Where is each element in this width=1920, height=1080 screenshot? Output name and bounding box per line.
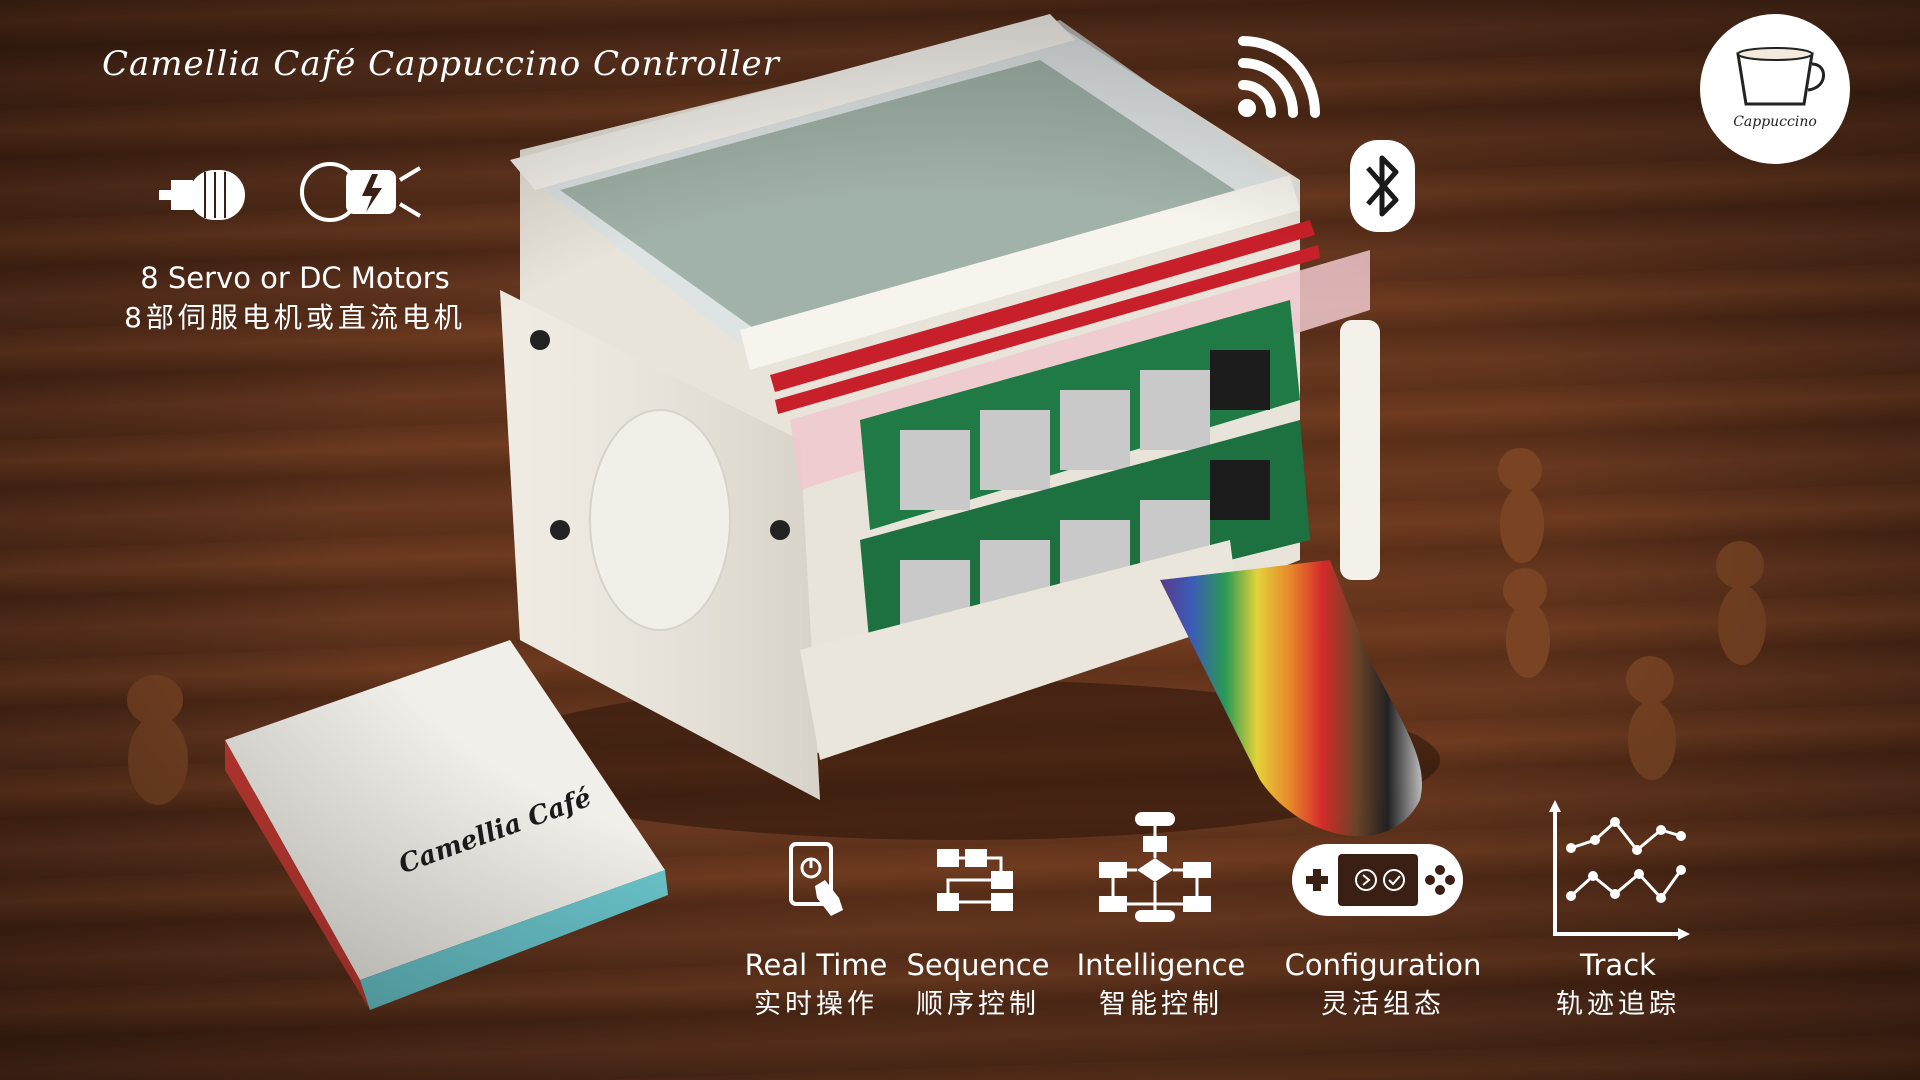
- feature-label-zh: 轨迹追踪: [1556, 989, 1680, 1020]
- feature-label-en: Track: [1580, 948, 1656, 982]
- bluetooth-icon: [1350, 140, 1415, 232]
- feature-sequence: Sequence 顺序控制: [873, 945, 1083, 1025]
- wifi-icon: [1238, 36, 1320, 118]
- logo-text: Cappuccino: [1733, 114, 1817, 130]
- feature-real-time: Real Time 实时操作: [711, 945, 921, 1025]
- sequence-icon: [937, 849, 1013, 911]
- gamepad-icon: [1292, 844, 1463, 916]
- feature-intelligence: Intelligence 智能控制: [1056, 945, 1266, 1025]
- feature-label-en: Sequence: [906, 948, 1050, 982]
- feature-configuration: Configuration 灵活组态: [1278, 945, 1488, 1025]
- tablet-touch-icon: [789, 842, 843, 916]
- servo-motor-icon: [159, 170, 245, 220]
- feature-label-zh: 灵活组态: [1321, 989, 1445, 1020]
- feature-label-zh: 实时操作: [754, 989, 878, 1020]
- motors-caption-en: 8 Servo or DC Motors: [140, 261, 450, 295]
- feature-label-en: Real Time: [744, 948, 888, 982]
- motors-caption-zh: 8部伺服电机或直流电机: [124, 301, 466, 334]
- feature-label-en: Configuration: [1284, 948, 1482, 982]
- cappuccino-logo: Cappuccino: [1700, 14, 1850, 164]
- feature-label-zh: 智能控制: [1099, 989, 1223, 1020]
- feature-track: Track 轨迹追踪: [1513, 945, 1723, 1025]
- dc-motor-icon: [300, 162, 422, 222]
- page-title: Camellia Café Cappuccino Controller: [102, 44, 780, 84]
- coffee-cup-icon: [1736, 47, 1825, 106]
- feature-label-en: Intelligence: [1076, 948, 1246, 982]
- feature-label-zh: 顺序控制: [916, 989, 1040, 1020]
- line-chart-icon: [1549, 800, 1690, 940]
- flowchart-icon: [1099, 812, 1211, 922]
